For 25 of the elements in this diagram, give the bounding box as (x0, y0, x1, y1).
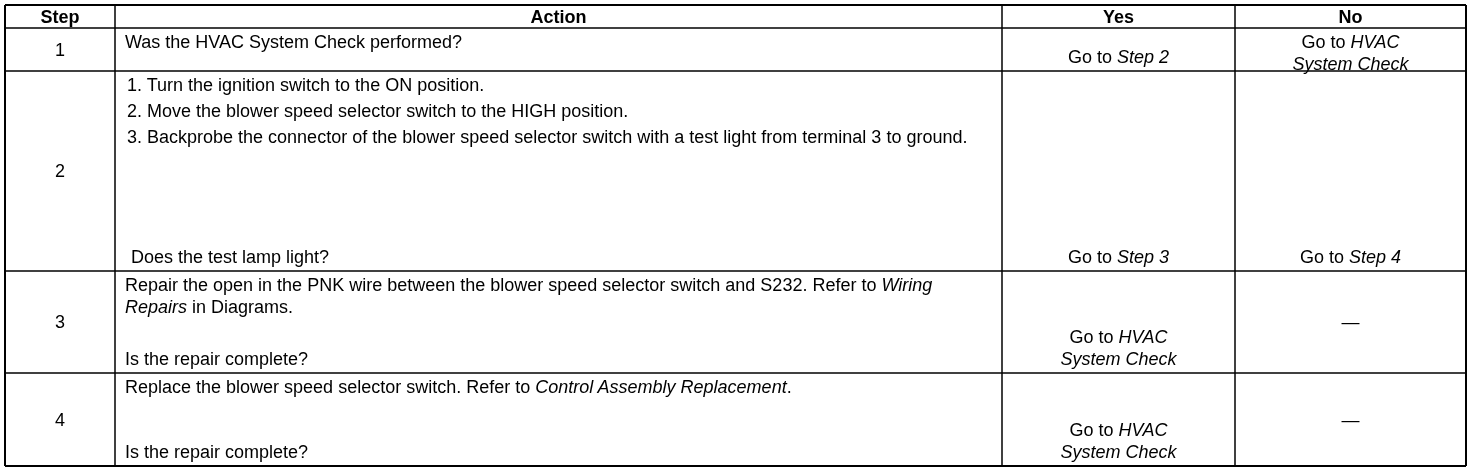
action-text: Repair the open in the PNK wire between the blower speed selector switch and S232. Refer to Wiring Repairs in Diagrams. (125, 274, 934, 318)
column-header: Yes (1101, 5, 1135, 28)
result-text: Go to Step 3 (1066, 246, 1171, 268)
step-number: 2 (54, 160, 66, 182)
column-header: Step (39, 5, 81, 28)
empty-dash: — (1340, 311, 1361, 333)
empty-dash: — (1340, 408, 1361, 431)
step-number: 1 (54, 38, 66, 61)
action-question: Is the repair complete? (125, 348, 310, 370)
result-text: Go to Step 2 (1066, 46, 1171, 68)
action-step: 1. Turn the ignition switch to the ON position. (121, 74, 992, 96)
action-question: Does the test lamp light? (131, 246, 331, 268)
action-text: Replace the blower speed selector switch. Refer to Control Assembly Replacement. (125, 376, 793, 398)
column-header: No (1337, 5, 1364, 28)
action-step: 3. Backprobe the connector of the blower speed selector switch with a test light from terminal 3 to ground. (121, 126, 992, 148)
column-header: Action (529, 5, 588, 28)
result-text: Go to HVAC System Check (1059, 419, 1178, 463)
result-text: Go to HVAC System Check (1291, 31, 1410, 75)
result-text: Go to HVAC System Check (1059, 326, 1178, 370)
step-number: 4 (54, 408, 66, 431)
step-number: 3 (54, 311, 66, 333)
result-text: Go to Step 4 (1298, 246, 1403, 268)
action-step: 2. Move the blower speed selector switch to the HIGH position. (121, 100, 992, 122)
action-text: Was the HVAC System Check performed? (125, 31, 464, 53)
action-question: Is the repair complete? (125, 441, 310, 463)
